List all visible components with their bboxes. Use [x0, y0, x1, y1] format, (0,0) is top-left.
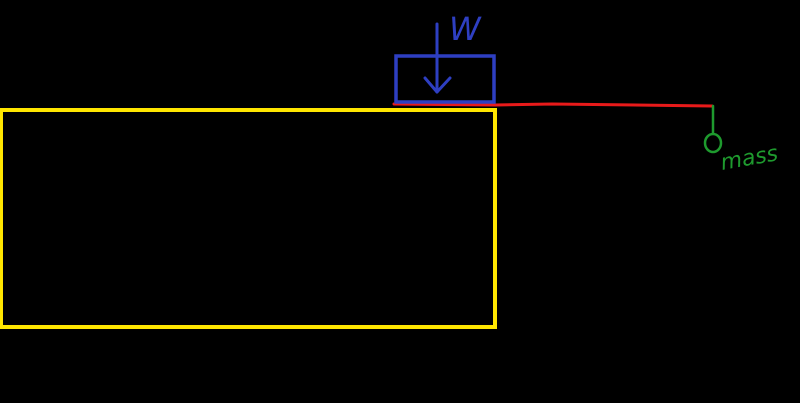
string-line — [392, 102, 714, 108]
weight-label: W — [449, 10, 482, 48]
block-rectangle — [394, 54, 496, 104]
mass-label: mass — [719, 141, 780, 176]
weight-arrow-icon — [423, 22, 452, 94]
hanging-mass-icon — [703, 104, 723, 154]
table-rectangle — [0, 108, 497, 329]
